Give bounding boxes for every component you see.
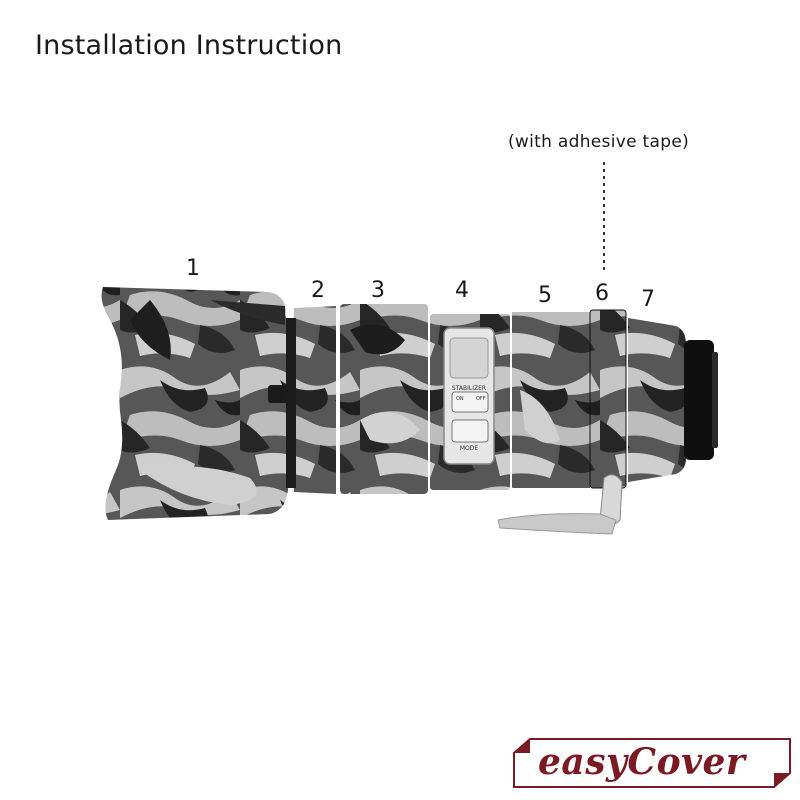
part-number-7: 7	[641, 287, 655, 312]
part-number-3: 3	[371, 278, 385, 303]
part-number-1: 1	[186, 256, 200, 281]
adhesive-tape-note: (with adhesive tape)	[508, 132, 690, 152]
hood-lock-knob	[268, 385, 288, 403]
hood-camo-patch	[210, 300, 285, 325]
on-label: ON	[456, 396, 464, 402]
logo-frame	[513, 738, 791, 788]
part-number-5: 5	[538, 283, 552, 308]
brand-name: easyCover	[538, 741, 746, 783]
end-7-cover	[628, 318, 686, 482]
off-label: OFF	[476, 396, 486, 402]
mount-flange	[712, 352, 718, 448]
page-title: Installation Instruction	[35, 30, 343, 61]
easycover-logo: easyCover	[512, 737, 792, 789]
stabilizer-switch	[451, 391, 489, 413]
part-number-2: 2	[311, 278, 325, 303]
zoom-ring-3-cover	[340, 304, 428, 494]
rear-camo-patch	[520, 390, 560, 444]
zoom-camo-patch	[350, 324, 405, 355]
hood-mount-ring	[286, 318, 296, 488]
zoom-camo-patch	[360, 412, 420, 444]
mode-switch	[451, 419, 489, 443]
focus-switch	[449, 337, 489, 379]
lens-mount	[684, 340, 714, 460]
hood-camo-patch	[130, 300, 171, 360]
mode-label: MODE	[460, 445, 479, 452]
ring-6-tape-cover	[589, 309, 627, 489]
part-number-4: 4	[455, 278, 469, 303]
tripod-foot	[497, 513, 617, 535]
ring-2-cover	[292, 306, 336, 494]
stabilizer-label: STABILIZER	[452, 385, 486, 392]
rear-barrel-5-cover	[512, 312, 590, 488]
hood-camo-patch	[140, 466, 257, 505]
part-number-6: 6	[595, 281, 609, 306]
